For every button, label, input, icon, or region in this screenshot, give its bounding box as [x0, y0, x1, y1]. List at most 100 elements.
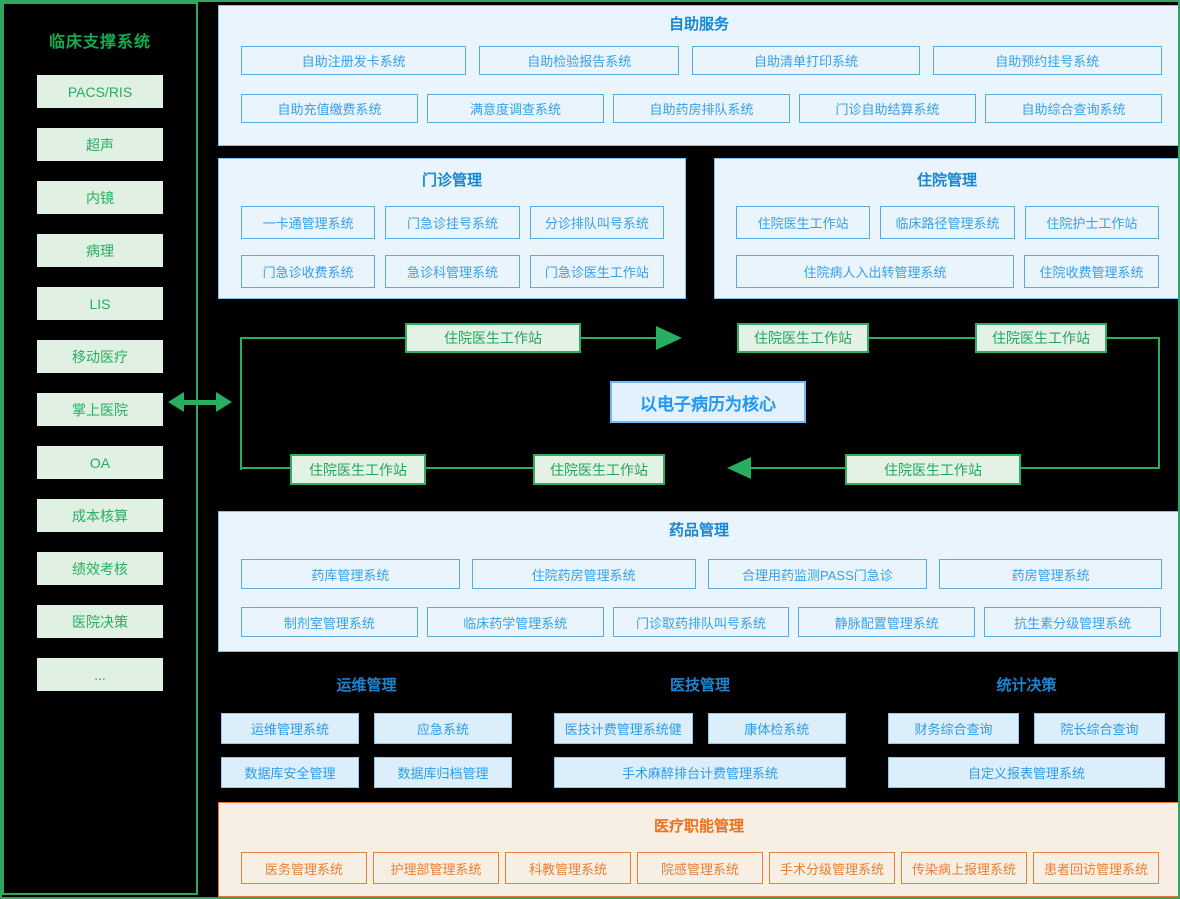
- section-title-inpatient: 住院管理: [916, 172, 977, 189]
- diagram-node: 急诊科管理系统: [385, 255, 520, 288]
- ops-row-2: 数据库安全管理 数据库归档管理: [221, 757, 512, 788]
- diagram-node: 手术分级管理系统: [769, 852, 895, 884]
- group-title-medtech: 医技管理: [669, 677, 730, 694]
- connector-line: [1019, 467, 1160, 469]
- diagram-node: 患者回访管理系统: [1033, 852, 1159, 884]
- sidebar-item-cost-accounting: 成本核算: [37, 499, 163, 532]
- diagram-node: 门急诊挂号系统: [385, 206, 520, 239]
- diagram-node: 合理用药监测PASS门急诊: [707, 559, 928, 589]
- emr-workstation-node: 住院医生工作站: [290, 454, 426, 485]
- connector-line: [868, 337, 975, 339]
- diagram-node: 数据库归档管理: [374, 757, 512, 788]
- diagram-node: 应急系统: [374, 713, 512, 744]
- flow-arrow-left-icon: [727, 457, 751, 479]
- section-pharmacy: 药品管理 药库管理系统 住院药房管理系统 合理用药监测PASS门急诊 药房管理系…: [218, 511, 1178, 652]
- diagram-node: 院长综合查询: [1034, 713, 1165, 744]
- sidebar-item-ultrasound: 超声: [37, 128, 163, 161]
- diagram-node: 分诊排队叫号系统: [529, 206, 664, 239]
- sidebar-item-oa: OA: [37, 446, 163, 479]
- sidebar-item-palm-hospital: 掌上医院: [37, 393, 163, 426]
- diagram-node: 自助注册发卡系统: [241, 46, 467, 75]
- diagram-node: 住院护士工作站: [1024, 206, 1159, 239]
- diagram-node: 自助检验报告系统: [479, 46, 680, 75]
- pharmacy-row-2: 制剂室管理系统 临床药学管理系统 门诊取药排队叫号系统 静脉配置管理系统 抗生素…: [241, 607, 1161, 637]
- emr-core-node: 以电子病历为核心: [610, 381, 806, 423]
- diagram-node: 临床路径管理系统: [880, 206, 1015, 239]
- sidebar-item-endoscopy: 内镜: [37, 181, 163, 214]
- pharmacy-row-1: 药库管理系统 住院药房管理系统 合理用药监测PASS门急诊 药房管理系统: [241, 559, 1162, 589]
- diagram-node: 满意度调查系统: [427, 94, 604, 123]
- connector-line: [1105, 337, 1160, 339]
- sidebar-list: PACS/RIS 超声 内镜 病理 LIS 移动医疗 掌上医院 OA 成本核算 …: [4, 75, 196, 691]
- sidebar-item-performance: 绩效考核: [37, 552, 163, 585]
- diagram-node: 自助综合查询系统: [985, 94, 1162, 123]
- diagram-node: 运维管理系统: [221, 713, 359, 744]
- stats-row-1: 财务综合查询 院长综合查询: [888, 713, 1165, 744]
- connector-line: [242, 467, 290, 469]
- diagram-node: 门诊取药排队叫号系统: [612, 607, 790, 637]
- diagram-node: 自助充值缴费系统: [241, 94, 418, 123]
- diagram-node: 数据库安全管理: [221, 757, 359, 788]
- diagram-node: 医务管理系统: [241, 852, 367, 884]
- sidebar-item-more: ...: [37, 658, 163, 691]
- diagram-node: 门诊自助结算系统: [799, 94, 976, 123]
- outpatient-row-1: 一卡通管理系统 门急诊挂号系统 分诊排队叫号系统: [241, 206, 664, 239]
- diagram-node: 科教管理系统: [505, 852, 631, 884]
- group-medtech-management: 医技管理 医技计费管理系统健 康体检系统 手术麻醉排台计费管理系统: [554, 672, 846, 788]
- section-title-outpatient: 门诊管理: [421, 172, 482, 189]
- emr-workstation-node: 住院医生工作站: [845, 454, 1021, 485]
- section-medical-functions: 医疗职能管理 医务管理系统 护理部管理系统 科教管理系统 院感管理系统 手术分级…: [218, 802, 1178, 897]
- sidebar-item-hospital-decision: 医院决策: [37, 605, 163, 638]
- sidebar-item-pathology: 病理: [37, 234, 163, 267]
- diagram-node: 护理部管理系统: [373, 852, 499, 884]
- bidirectional-arrow-icon: [168, 392, 232, 413]
- ops-row-1: 运维管理系统 应急系统: [221, 713, 512, 744]
- outpatient-row-2: 门急诊收费系统 急诊科管理系统 门急诊医生工作站: [241, 255, 664, 288]
- medical-functions-row: 医务管理系统 护理部管理系统 科教管理系统 院感管理系统 手术分级管理系统 传染…: [241, 852, 1159, 884]
- section-self-service: 自助服务 自助注册发卡系统 自助检验报告系统 自助清单打印系统 自助预约挂号系统…: [218, 5, 1178, 146]
- section-title-self-service: 自助服务: [668, 16, 729, 33]
- group-title-stats: 统计决策: [996, 677, 1057, 694]
- diagram-node: 药房管理系统: [939, 559, 1162, 589]
- clinical-support-sidebar: 临床支撑系统 PACS/RIS 超声 内镜 病理 LIS 移动医疗 掌上医院 O…: [2, 2, 198, 895]
- connector-line: [240, 337, 242, 470]
- diagram-node: 住院病人入出转管理系统: [736, 255, 1014, 288]
- self-service-row-1: 自助注册发卡系统 自助检验报告系统 自助清单打印系统 自助预约挂号系统: [241, 46, 1162, 75]
- diagram-node: 自助清单打印系统: [692, 46, 920, 75]
- diagram-node: 医技计费管理系统健: [554, 713, 693, 744]
- sidebar-title: 临床支撑系统: [48, 33, 151, 51]
- emr-workstation-node: 住院医生工作站: [405, 323, 581, 353]
- connector-line: [1158, 337, 1160, 469]
- medtech-row-1: 医技计费管理系统健 康体检系统: [554, 713, 846, 744]
- medtech-row-2: 手术麻醉排台计费管理系统: [554, 757, 846, 788]
- connector-line: [242, 337, 405, 339]
- section-title-pharmacy: 药品管理: [668, 522, 729, 539]
- sidebar-item-mobile-medical: 移动医疗: [37, 340, 163, 373]
- diagram-node: 自助预约挂号系统: [932, 46, 1162, 75]
- diagram-node: 临床药学管理系统: [426, 607, 604, 637]
- sidebar-item-lis: LIS: [37, 287, 163, 320]
- arrow-right-head: [216, 392, 232, 412]
- emr-workstation-node: 住院医生工作站: [975, 323, 1107, 353]
- group-stats-decision: 统计决策 财务综合查询 院长综合查询 自定义报表管理系统: [888, 672, 1165, 788]
- inpatient-row-2: 住院病人入出转管理系统 住院收费管理系统: [736, 255, 1159, 288]
- diagram-node: 药库管理系统: [241, 559, 460, 589]
- diagram-node: 抗生素分级管理系统: [984, 607, 1161, 637]
- diagram-node: 住院药房管理系统: [471, 559, 696, 589]
- diagram-node: 住院医生工作站: [736, 206, 871, 239]
- section-outpatient: 门诊管理 一卡通管理系统 门急诊挂号系统 分诊排队叫号系统 门急诊收费系统 急诊…: [218, 158, 686, 299]
- diagram-node: 门急诊收费系统: [241, 255, 376, 288]
- connector-line: [750, 467, 845, 469]
- arrow-bar: [181, 400, 219, 405]
- diagram-node: 院感管理系统: [637, 852, 763, 884]
- emr-workstation-node: 住院医生工作站: [737, 323, 869, 353]
- connector-line: [425, 467, 533, 469]
- diagram-node: 制剂室管理系统: [241, 607, 418, 637]
- sidebar-item-pacs-ris: PACS/RIS: [37, 75, 163, 108]
- diagram-node: 手术麻醉排台计费管理系统: [554, 757, 846, 788]
- diagram-node: 门急诊医生工作站: [529, 255, 664, 288]
- section-title-medical-functions: 医疗职能管理: [653, 818, 744, 835]
- emr-workstation-node: 住院医生工作站: [533, 454, 665, 485]
- diagram-node: 自定义报表管理系统: [888, 757, 1165, 788]
